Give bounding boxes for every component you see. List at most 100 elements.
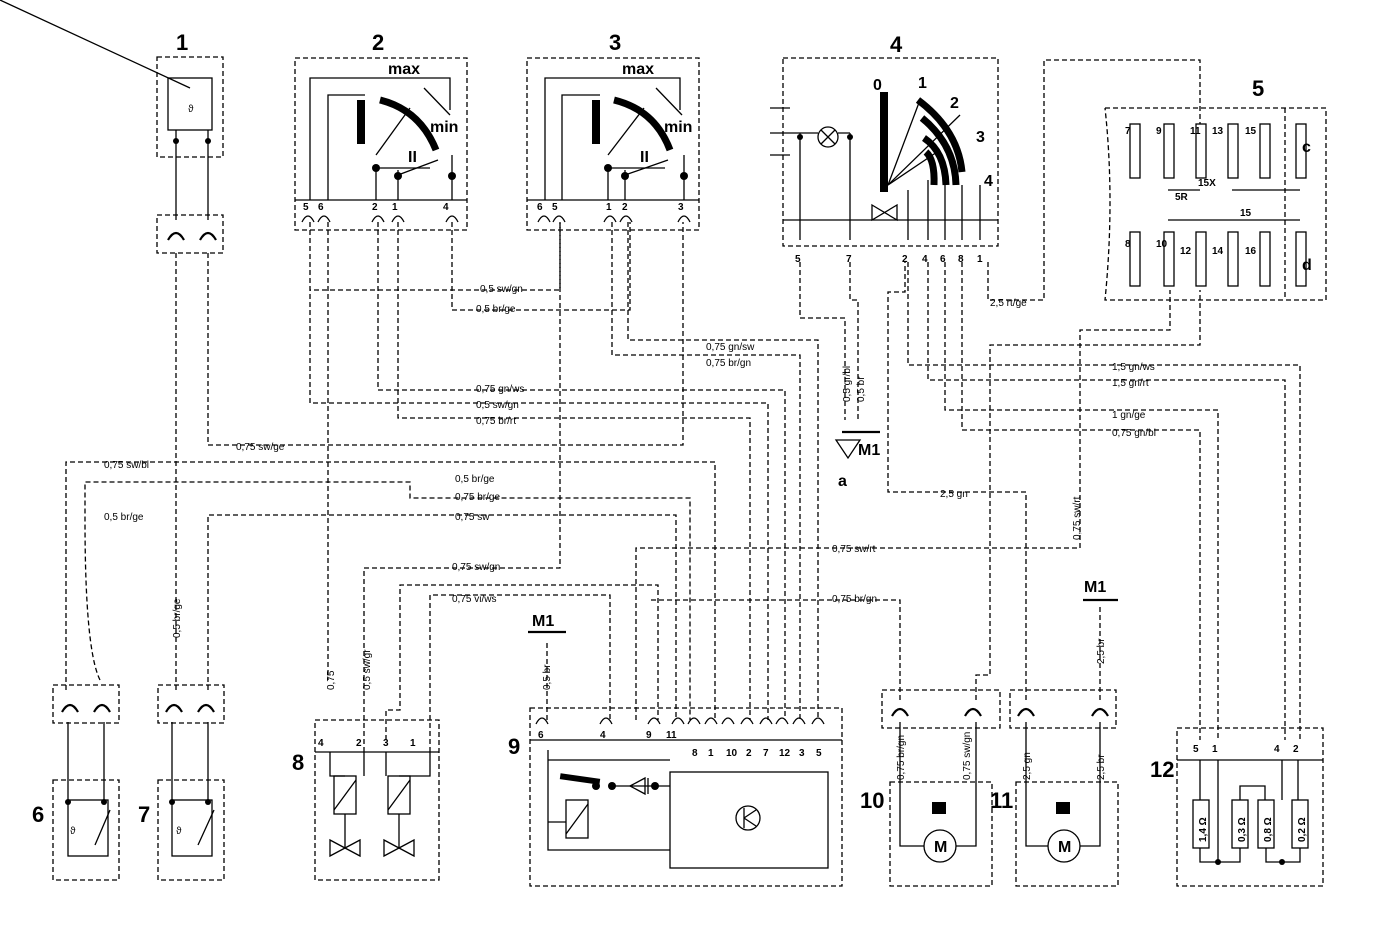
svg-text:0,75 gn/sw: 0,75 gn/sw bbox=[706, 342, 755, 353]
component-12-resistors: 5 1 4 2 1,4 Ω 0,3 Ω 0,8 Ω 0,2 Ω bbox=[1176, 727, 1324, 887]
svg-text:11: 11 bbox=[666, 730, 677, 741]
component-4-blower-switch: 0 1 2 3 4 bbox=[770, 57, 999, 247]
svg-text:0,75: 0,75 bbox=[326, 670, 337, 690]
svg-text:M1: M1 bbox=[858, 442, 880, 459]
component-9-pins: 6 4 9 11 8 1 10 2 7 12 3 5 bbox=[535, 717, 825, 759]
svg-text:0,5 sw/gn: 0,5 sw/gn bbox=[476, 400, 519, 411]
svg-text:d: d bbox=[1302, 257, 1312, 274]
svg-text:6: 6 bbox=[940, 254, 946, 265]
svg-text:0,75 sw/ge: 0,75 sw/ge bbox=[236, 442, 285, 453]
wiring-harness bbox=[65, 59, 1301, 752]
svg-text:0,75 br/gn: 0,75 br/gn bbox=[706, 358, 751, 369]
svg-text:c: c bbox=[1302, 139, 1311, 156]
svg-text:0,75 sw: 0,75 sw bbox=[455, 512, 490, 523]
svg-text:1 gn/ge: 1 gn/ge bbox=[1112, 410, 1146, 421]
component-label-12: 12 bbox=[1150, 757, 1174, 782]
fuse-row-bottom: 8 10 12 14 16 d bbox=[1125, 231, 1312, 287]
component-label-11: 11 bbox=[990, 788, 1013, 813]
svg-text:min: min bbox=[430, 119, 458, 136]
svg-text:5: 5 bbox=[816, 748, 822, 759]
svg-text:1,4 Ω: 1,4 Ω bbox=[1198, 817, 1209, 842]
svg-text:max: max bbox=[622, 61, 654, 78]
svg-text:3: 3 bbox=[976, 129, 985, 146]
svg-text:0,75 br/ge: 0,75 br/ge bbox=[455, 492, 500, 503]
svg-text:8: 8 bbox=[1125, 239, 1131, 250]
svg-text:0,5 gr/bl: 0,5 gr/bl bbox=[842, 366, 853, 402]
svg-text:1: 1 bbox=[918, 75, 927, 92]
component-8-valves: 4 2 3 1 bbox=[314, 719, 440, 881]
svg-text:16: 16 bbox=[1245, 246, 1257, 257]
svg-text:M1: M1 bbox=[1084, 579, 1106, 596]
svg-text:11: 11 bbox=[1190, 126, 1201, 137]
component-4-pins: 5 7 2 4 6 8 1 bbox=[795, 254, 983, 265]
svg-text:2,5 gn: 2,5 gn bbox=[940, 489, 968, 500]
component-11-motor: M bbox=[1009, 689, 1119, 887]
component-10-motor: M bbox=[881, 689, 1001, 887]
svg-text:0,75 vi/ws: 0,75 vi/ws bbox=[452, 594, 496, 605]
component-label-9: 9 bbox=[508, 734, 520, 759]
svg-text:0,75 gn/ws: 0,75 gn/ws bbox=[476, 384, 524, 395]
svg-text:0,3 Ω: 0,3 Ω bbox=[1237, 817, 1248, 842]
svg-text:0,5 br/ge: 0,5 br/ge bbox=[455, 474, 495, 485]
svg-text:1: 1 bbox=[977, 254, 983, 265]
svg-text:a: a bbox=[838, 473, 847, 490]
svg-text:0,75 sw/gn: 0,75 sw/gn bbox=[962, 732, 973, 780]
component-label-6: 6 bbox=[32, 802, 44, 827]
svg-text:2: 2 bbox=[746, 748, 752, 759]
svg-text:2: 2 bbox=[950, 95, 959, 112]
svg-text:0,75 sw/rt: 0,75 sw/rt bbox=[1072, 496, 1083, 540]
svg-text:3: 3 bbox=[678, 202, 684, 213]
svg-text:2,5 br: 2,5 br bbox=[1096, 754, 1107, 780]
svg-text:0,75 gn/bl: 0,75 gn/bl bbox=[1112, 428, 1156, 439]
svg-text:12: 12 bbox=[779, 748, 791, 759]
svg-text:6: 6 bbox=[318, 202, 324, 213]
component-label-4: 4 bbox=[890, 32, 903, 57]
svg-text:8: 8 bbox=[958, 254, 964, 265]
svg-text:5: 5 bbox=[795, 254, 801, 265]
svg-text:2: 2 bbox=[1293, 744, 1299, 755]
fuse-row-top: 7 9 11 13 15 c bbox=[1125, 123, 1311, 179]
svg-text:II: II bbox=[640, 149, 649, 166]
wire-labels: 0,5 sw/gn 0,5 br/ge 0,75 gn/sw 0,75 br/g… bbox=[104, 284, 1156, 780]
svg-text:4: 4 bbox=[1274, 744, 1280, 755]
svg-text:7: 7 bbox=[846, 254, 852, 265]
svg-text:6: 6 bbox=[537, 202, 543, 213]
svg-text:2: 2 bbox=[622, 202, 628, 213]
svg-text:8: 8 bbox=[692, 748, 698, 759]
svg-text:0,75 br/gn: 0,75 br/gn bbox=[896, 735, 907, 780]
svg-text:15: 15 bbox=[1245, 126, 1257, 137]
svg-text:1: 1 bbox=[392, 202, 398, 213]
svg-text:10: 10 bbox=[726, 748, 738, 759]
component-label-1: 1 bbox=[176, 30, 188, 55]
component-label-8: 8 bbox=[292, 750, 304, 775]
svg-text:2,5 gn: 2,5 gn bbox=[1022, 752, 1033, 780]
svg-text:7: 7 bbox=[1125, 126, 1131, 137]
svg-text:II: II bbox=[408, 149, 417, 166]
component-label-3: 3 bbox=[609, 30, 621, 55]
svg-text:5: 5 bbox=[303, 202, 309, 213]
svg-text:9: 9 bbox=[646, 730, 652, 741]
component-3-pins: 6 5 1 2 3 bbox=[537, 202, 691, 223]
svg-text:2: 2 bbox=[372, 202, 378, 213]
svg-text:0,5 br: 0,5 br bbox=[856, 376, 867, 402]
svg-text:2: 2 bbox=[356, 738, 362, 749]
svg-text:3: 3 bbox=[383, 738, 389, 749]
svg-text:1: 1 bbox=[410, 738, 416, 749]
svg-text:0,2 Ω: 0,2 Ω bbox=[1297, 817, 1308, 842]
svg-text:0,5 br: 0,5 br bbox=[542, 664, 553, 690]
svg-text:15X: 15X bbox=[1198, 178, 1216, 189]
svg-text:14: 14 bbox=[1212, 246, 1224, 257]
svg-text:M: M bbox=[1058, 839, 1071, 856]
svg-text:0,75 sw/bl: 0,75 sw/bl bbox=[104, 460, 149, 471]
svg-text:5: 5 bbox=[1193, 744, 1199, 755]
svg-text:1,5 gn/rt: 1,5 gn/rt bbox=[1112, 378, 1149, 389]
svg-text:4: 4 bbox=[922, 254, 928, 265]
svg-text:6: 6 bbox=[538, 730, 544, 741]
component-7-sensor: ϑ bbox=[157, 684, 225, 881]
svg-text:M1: M1 bbox=[532, 613, 554, 630]
component-label-5: 5 bbox=[1252, 76, 1264, 101]
component-label-10: 10 bbox=[860, 788, 884, 813]
svg-text:0,5 br/ge: 0,5 br/ge bbox=[172, 598, 183, 638]
svg-text:ϑ: ϑ bbox=[176, 826, 182, 837]
